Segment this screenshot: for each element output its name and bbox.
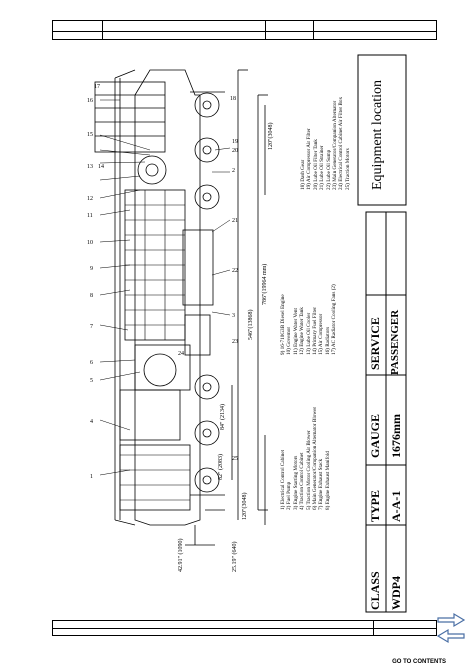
callout-1: 1 xyxy=(90,474,93,480)
callout-13: 13 xyxy=(87,164,93,170)
callout-23: 23 xyxy=(232,339,238,345)
callout-20: 20 xyxy=(232,148,238,154)
table-header-service: SERVICE xyxy=(368,317,382,370)
goto-contents-link[interactable]: GO TO CONTENTS xyxy=(392,659,446,665)
callout-17: 17 xyxy=(94,84,100,90)
callout-14: 14 xyxy=(98,164,104,170)
table-value-gauge: 1676mm xyxy=(389,414,403,458)
table-header-class: CLASS xyxy=(368,571,382,610)
footer-frame xyxy=(52,620,437,636)
callout-12: 12 xyxy=(87,196,93,202)
callout-19: 19 xyxy=(232,139,238,145)
table-value-service: PASSENGER xyxy=(389,309,401,375)
table-header-type: TYPE xyxy=(368,489,382,522)
callout-25: 25 xyxy=(232,456,238,462)
callout-16: 16 xyxy=(87,98,93,104)
callout-18: 18 xyxy=(230,96,236,102)
callout-9: 9 xyxy=(90,266,93,272)
next-arrow-icon[interactable] xyxy=(437,612,466,628)
callout-3: 3 xyxy=(232,313,235,319)
callout-5: 5 xyxy=(90,378,93,384)
callout-6: 6 xyxy=(90,360,93,366)
page-title: Equipment location xyxy=(370,79,385,190)
table-header-gauge: GAUGE xyxy=(368,413,382,458)
callout-21: 21 xyxy=(232,218,238,224)
callout-7: 7 xyxy=(90,324,93,330)
callout-4: 4 xyxy=(90,419,93,425)
callout-8: 8 xyxy=(90,293,93,299)
callout-24: 24 xyxy=(178,351,184,357)
callout-10: 10 xyxy=(87,240,93,246)
nav-arrows[interactable] xyxy=(436,612,466,644)
callout-22: 22 xyxy=(232,268,238,274)
callout-15: 15 xyxy=(87,132,93,138)
callout-2: 2 xyxy=(232,168,235,174)
callout-11: 11 xyxy=(87,213,93,219)
prev-arrow-icon[interactable] xyxy=(436,628,465,644)
table-value-type: A-A-1 xyxy=(389,490,403,522)
table-value-class: WDP4 xyxy=(389,576,403,610)
header-frame xyxy=(52,20,437,40)
